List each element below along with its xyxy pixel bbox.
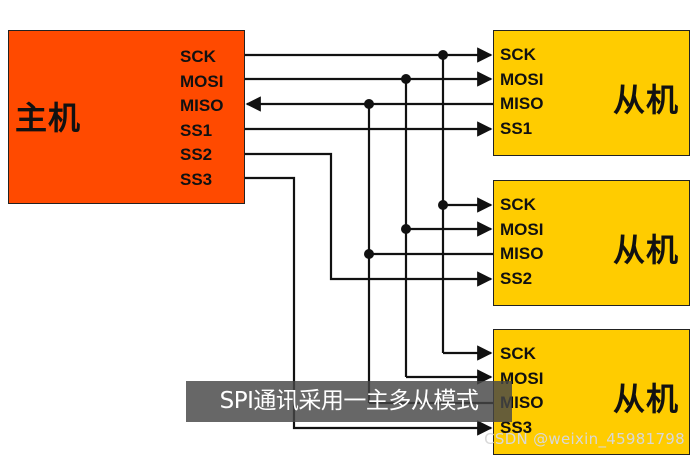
video-caption: SPI通讯采用一主多从模式 — [186, 381, 512, 422]
junction-mosi-2 — [401, 224, 411, 234]
ss2-wire — [245, 152, 493, 287]
ss3-wire — [245, 176, 493, 436]
master-pin-ss3: SS3 — [180, 169, 213, 189]
junction-sck-1 — [438, 50, 448, 60]
master-pin-mosi: MOSI — [180, 71, 224, 91]
junction-sck-2 — [438, 200, 448, 210]
master-pin-ss2: SS2 — [180, 145, 213, 164]
master-pin-list: SCK MOSI MISO SS1 SS2 SS3 — [180, 45, 223, 192]
slave-2-pin-miso: MISO — [500, 244, 544, 263]
slave-box-1: SCK MOSI MISO SS1 从机 — [493, 30, 690, 156]
slave-1-pin-miso: MISO — [500, 94, 544, 113]
slave-3-pin-sck: SCK — [500, 344, 536, 363]
slave-1-pin-mosi: MOSI — [500, 69, 544, 89]
slave-2-pin-ss: SS2 — [500, 268, 533, 288]
master-pin-ss1: SS1 — [180, 120, 213, 140]
master-box: 主机 SCK MOSI MISO SS1 SS2 SS3 — [8, 30, 245, 204]
slave-2-pin-mosi: MOSI — [500, 219, 544, 239]
master-pin-miso: MISO — [180, 96, 224, 115]
slave-2-pin-sck: SCK — [500, 195, 536, 214]
csdn-watermark: CSDN @weixin_45981798 — [484, 430, 685, 448]
junction-miso-1 — [364, 99, 374, 109]
slave-1-label: 从机 — [612, 81, 679, 119]
slave-2-pin-list: SCK MOSI MISO SS2 — [500, 193, 543, 291]
slave-3-label: 从机 — [612, 380, 679, 418]
master-pin-sck: SCK — [180, 47, 216, 66]
slave-3-pin-ss: SS3 — [500, 417, 533, 437]
junction-miso-2 — [364, 249, 374, 259]
slave-1-pin-ss: SS1 — [500, 118, 533, 138]
slave-1-pin-sck: SCK — [500, 45, 536, 64]
slave-box-3: SCK MOSI MISO SS3 从机 — [493, 329, 690, 455]
master-label: 主机 — [15, 99, 82, 137]
slave-1-pin-list: SCK MOSI MISO SS1 — [500, 43, 543, 141]
junction-mosi-1 — [401, 74, 411, 84]
slave-2-label: 从机 — [612, 231, 679, 269]
slave-box-2: SCK MOSI MISO SS2 从机 — [493, 180, 690, 306]
